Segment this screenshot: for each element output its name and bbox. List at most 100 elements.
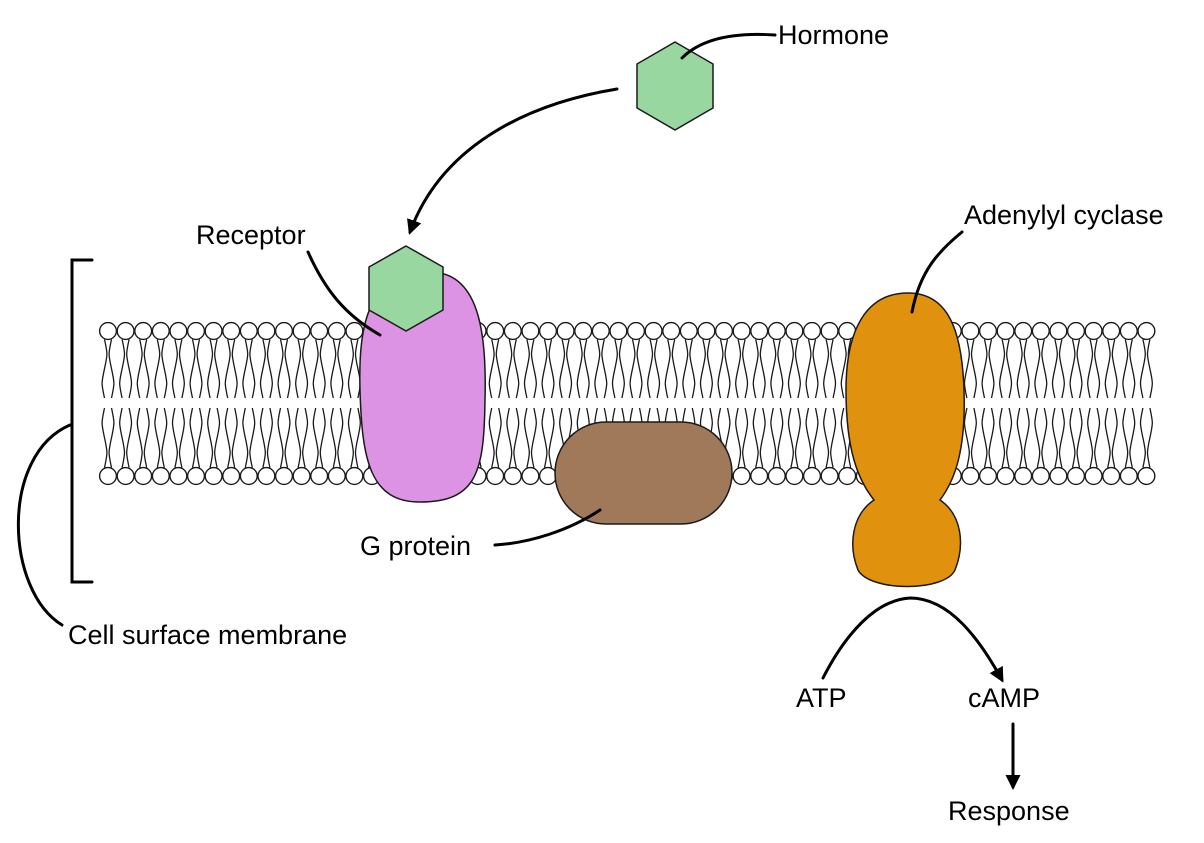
lipid-tail [101,339,108,399]
lipid-tail [1034,407,1041,468]
lipid-tail [178,407,185,468]
lipid-tail [513,339,520,399]
hormone-molecule [636,41,714,131]
lipid-tail [752,339,759,399]
lipid-tail [284,339,291,399]
lipid-tail [126,339,133,399]
lipid-tail [319,339,326,399]
lipid-tail [488,407,495,468]
lipid-tail [671,339,678,399]
lipid-tail [1041,407,1048,468]
phospholipid-head [591,321,610,341]
receptor-label: Receptor [196,220,306,250]
lipid-tail [337,339,344,399]
phospholipid-head [1102,321,1121,341]
membrane-bracket [70,258,94,584]
phospholipid-head [802,466,822,486]
lipid-tail [1146,339,1153,399]
phospholipid-head [1084,466,1103,486]
lipid-tail [136,339,143,399]
lipid-tail [143,407,150,468]
lipid-tail [1087,339,1094,399]
lipid-tail [601,339,608,399]
lipid-tail [999,339,1006,399]
lipid-tail [302,407,309,468]
lipid-tail [970,407,977,468]
lipid-tail [742,339,749,399]
phospholipid-head [134,321,153,341]
lipid-tail [259,407,266,468]
lipid-tail [266,339,273,399]
lipid-tail [330,407,337,468]
phospholipid-head [961,466,980,486]
phospholipid-head [98,466,118,486]
lipid-tail [576,339,583,399]
phospholipid-head [1031,466,1050,486]
lipid-tail [101,407,108,468]
phospholipid-head [503,321,522,341]
lipid-tail [1111,407,1118,468]
lipid-tail [1111,339,1118,399]
lipid-tail [207,339,214,399]
phospholipid-heads-outer [98,321,1156,341]
lipid-tail [126,407,133,468]
phospholipid-head [538,466,558,486]
lipid-tail [759,339,766,399]
phospholipid-head [274,321,294,341]
lipid-tail [488,339,495,399]
lipid-tail [1104,339,1111,399]
lipid-tail [812,407,819,468]
lipid-tail [108,407,115,468]
lipid-tail [618,339,625,399]
lipid-tail [1051,339,1058,399]
lipid-tail [161,407,168,468]
lipid-tail [242,339,249,399]
lipid-tail [196,407,203,468]
phospholipid-head [820,466,839,486]
lipid-tail [302,339,309,399]
lipid-tail [207,407,214,468]
lipid-tail [812,339,819,399]
phospholipid-head [1119,321,1138,341]
phospholipid-head [310,466,329,486]
lipid-tail [312,339,319,399]
response-label: Response [948,796,1070,826]
phospholipid-head [714,321,734,341]
lipid-tail [823,407,830,468]
lipid-tail [1051,407,1058,468]
lipid-tail [541,407,548,468]
phospholipid-head [169,466,188,486]
adenylyl-cyclase-label: Adenylyl cyclase [964,200,1164,230]
lipid-tail [495,407,502,468]
phospholipid-head [767,321,786,341]
lipid-tail [647,339,654,399]
lipid-tail [143,339,150,399]
lipid-tail [1076,339,1083,399]
phospholipid-head [978,321,998,341]
lipid-tail [161,339,168,399]
lipid-tail [277,339,284,399]
lipid-tail [214,339,221,399]
lipid-tail [1139,339,1146,399]
lipid-tail [654,339,661,399]
lipid-tail [1129,339,1136,399]
lipid-tail [664,339,671,399]
lipid-tail [249,339,256,399]
lipid-tail [963,339,970,399]
phospholipid-head [345,321,364,341]
phospholipid-head [838,466,857,486]
lipid-tail [794,407,801,468]
lipid-tail [171,407,178,468]
phospholipid-head [239,466,258,486]
lipid-tail [224,339,231,399]
lipid-tail [284,407,291,468]
phospholipid-head [1014,321,1033,341]
lipid-tail [1104,407,1111,468]
lipid-tail [259,339,266,399]
receptor-protein [359,271,486,503]
phospholipid-head [310,321,329,341]
lipid-tail [770,339,777,399]
lipid-tail [1076,407,1083,468]
lipid-tail [611,339,618,399]
